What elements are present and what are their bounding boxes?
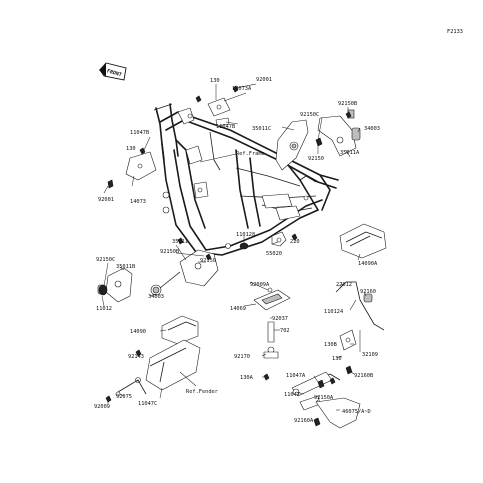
label-35011a: 35011A [340,150,360,156]
bracket-14073-drawing [107,147,157,189]
plate-14069-drawing [253,287,291,311]
label-92001-top: 92001 [256,77,272,83]
label-34003-mid: 34003 [148,294,164,300]
label-110128: 110128 [236,232,255,238]
label-92160a: 92160A [294,418,314,424]
label-130-left: 130 [126,146,136,152]
label-11012: 11012 [96,306,112,312]
label-92150c-top: 92150C [300,112,319,118]
label-130b: 130B [324,342,337,348]
bracket-14073a-drawing [195,85,239,127]
label-14073: 14073 [130,199,146,205]
label-34003-top: 34003 [364,126,380,132]
label-92150b-top: 92150B [338,101,357,107]
label-27012: 27012 [336,282,352,288]
figure-code: F2133 [447,29,463,35]
side-stand-drawing [263,321,361,429]
label-92150b-mid: 92150B [160,249,179,255]
label-92143: 92143 [128,354,144,360]
front-footpeg-bracket-drawing [97,267,133,303]
label-11047b-left: 11047B [130,130,149,136]
label-92001-left: 92001 [98,197,114,203]
label-55020: 55020 [266,251,282,257]
label-11047a: 11047A [286,373,306,379]
footpeg-bracket-35011-drawing [150,237,219,296]
label-14090: 14090 [130,329,146,335]
front-label: FRONT [106,68,122,78]
label-92160: 92160 [360,289,376,295]
label-11047b-top: 11047B [216,124,235,130]
cover-14090a-drawing [339,223,387,259]
label-92160b: 92160B [354,373,373,379]
label-92009: 92009 [94,404,110,410]
label-ref-fender: Ref.Fender [186,389,218,395]
label-92150-mid: 92150 [200,258,216,264]
grommet-parts-drawing [239,231,298,250]
label-35011c: 35011C [252,126,271,132]
label-ref-frame: Ref.Frame [236,151,265,157]
label-92037: 92037 [272,316,288,322]
label-46075: 46075/A~D [342,409,371,415]
label-220: 220 [290,239,300,245]
label-110124: 110124 [324,309,343,315]
label-14069: 14069 [230,306,246,312]
label-130-top: 130 [210,78,220,84]
label-92170: 92170 [234,354,250,360]
label-35011: 35011 [172,239,188,245]
callout-labels: 130 14073A 92001 11047B 35011C 92150C 92… [94,77,380,424]
label-14073a: 14073A [232,86,252,92]
label-92150a: 92150A [314,395,334,401]
label-130-right: 130 [332,356,342,362]
label-32109: 32109 [362,352,378,358]
leader-lines [101,83,367,420]
label-92009a: 92009A [250,282,270,288]
label-702: 702 [280,328,290,334]
cover-14090-drawing [161,315,199,345]
label-35011b: 35011B [116,264,135,270]
label-14090a: 14090A [358,261,378,267]
label-11047c: 11047C [138,401,157,407]
rear-footpeg-bracket-drawing [275,109,361,171]
label-92075: 92075 [116,394,132,400]
front-arrow-icon: FRONT [99,62,127,81]
label-11047: 11047 [284,392,300,398]
label-92150-top: 92150 [308,156,324,162]
battery-holder-drawing [105,339,201,403]
label-92150c-mid: 92150C [96,257,115,263]
label-130a-bottom: 130A [240,375,254,381]
